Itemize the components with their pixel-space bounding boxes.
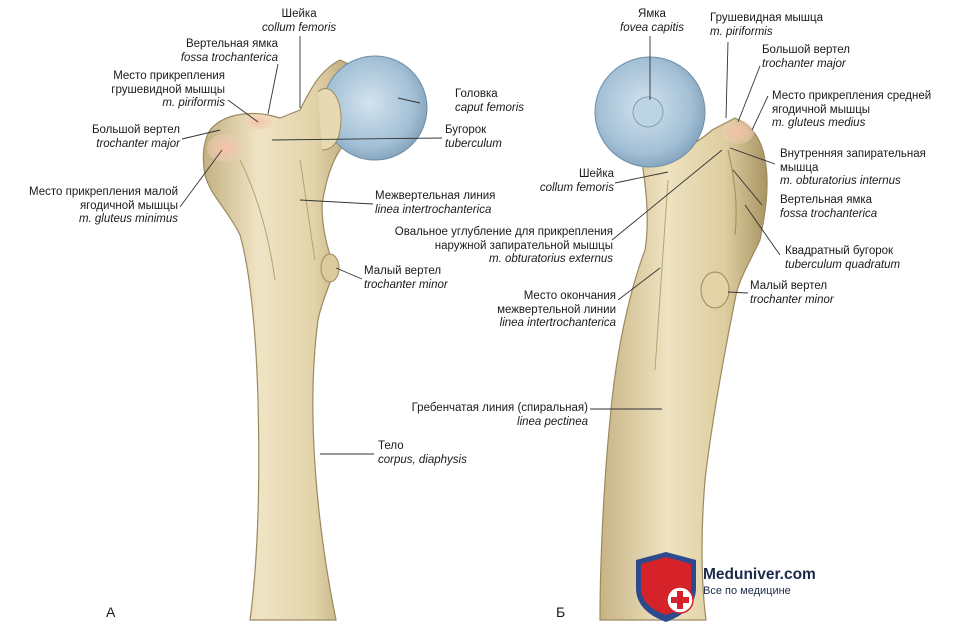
label-obturator-externus: Овальное углубление для прикрепления нар…	[394, 226, 613, 265]
gluteus-medius-attachment	[722, 120, 754, 144]
label-pectineal-line: Гребенчатая линия (спиральная) linea pec…	[411, 402, 588, 428]
label-piriformis-attachment: Место прикрепления грушевидной мышцы m. …	[111, 70, 225, 109]
label-intertrochanteric-line: Межвертельная линия linea intertrochante…	[375, 190, 496, 216]
label-piriformis-b: Грушевидная мышца m. piriformis	[710, 12, 824, 38]
femur-b-body	[599, 117, 768, 621]
label-intertrochanteric-line-end: Место окончания межвертельной линии line…	[497, 290, 616, 329]
label-gluteus-minimus-attachment: Место прикрепления малой ягодичной мышцы…	[29, 186, 178, 225]
logo-name: Meduniver.com	[703, 566, 816, 583]
meduniver-logo[interactable]: Meduniver.com Все по медицине	[703, 566, 816, 597]
label-gluteus-medius-attachment: Место прикрепления средней ягодичной мыш…	[772, 90, 932, 129]
label-greater-trochanter-a: Большой вертел trochanter major	[91, 124, 180, 150]
meduniver-logo-shield	[636, 552, 696, 622]
label-trochanteric-fossa-a: Вертельная ямка fossa trochanterica	[180, 38, 278, 64]
gluteus-minimus-attachment	[207, 134, 243, 162]
label-greater-trochanter-b: Большой вертел trochanter major	[762, 44, 851, 70]
femur-posterior	[594, 56, 768, 621]
femur-anterior	[202, 55, 428, 621]
panel-letter-a: А	[106, 604, 116, 620]
label-neck-b: Шейка collum femoris	[539, 168, 614, 194]
label-obturator-internus: Внутренняя запирательная мышца m. obtura…	[780, 148, 926, 187]
label-fovea: Ямка fovea capitis	[620, 8, 684, 34]
lesser-trochanter-a	[320, 253, 340, 283]
label-trochanteric-fossa-b: Вертельная ямка fossa trochanterica	[780, 194, 878, 220]
label-tubercle: Бугорок tuberculum	[445, 124, 502, 150]
logo-tagline: Все по медицине	[703, 585, 791, 597]
lesser-trochanter-b	[700, 271, 730, 309]
panel-letter-b: Б	[556, 604, 566, 620]
label-lesser-trochanter-b: Малый вертел trochanter minor	[750, 280, 834, 306]
label-body: Тело corpus, diaphysis	[378, 440, 467, 466]
label-quadrate-tubercle: Квадратный бугорок tuberculum quadratum	[785, 245, 901, 271]
fovea-capitis	[632, 96, 664, 128]
leader-lines	[179, 36, 781, 455]
label-lesser-trochanter-a: Малый вертел trochanter minor	[364, 265, 448, 291]
label-head-a: Головка caput femoris	[455, 88, 525, 114]
label-neck-a: Шейка collum femoris	[262, 8, 337, 34]
